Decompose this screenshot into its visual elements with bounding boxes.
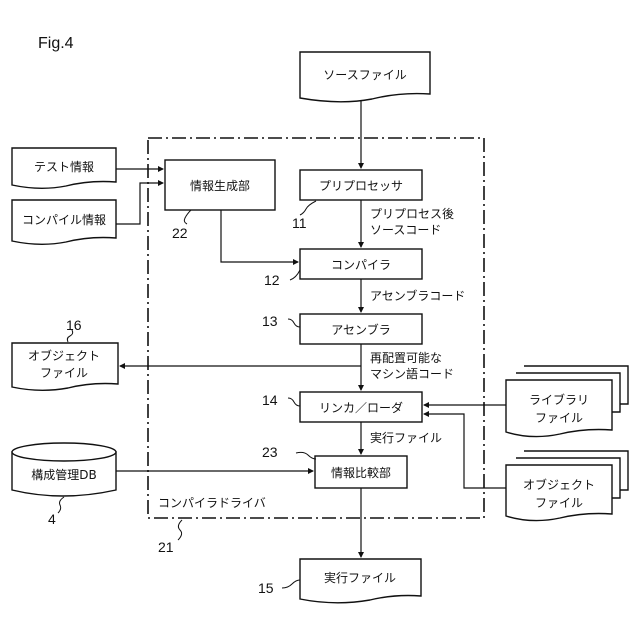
test-info-label: テスト情報 xyxy=(34,160,94,174)
arrow-compile-info-to-gen xyxy=(116,183,163,224)
info-gen-label: 情報生成部 xyxy=(190,178,250,193)
object-files-in-line2: ファイル xyxy=(535,496,583,510)
ref-leader-23 xyxy=(296,452,316,459)
object-file-out-line2: ファイル xyxy=(40,366,88,380)
exec-file-label: 実行ファイル xyxy=(324,570,396,585)
ref-leader-15 xyxy=(282,580,300,588)
ref-leader-11 xyxy=(300,201,316,215)
preprocessor-label: プリプロセッサ xyxy=(319,179,403,193)
ref-leader-21 xyxy=(178,520,182,540)
ref-16: 16 xyxy=(66,317,82,333)
ref-22: 22 xyxy=(172,225,188,241)
ref-15: 15 xyxy=(258,580,274,596)
compile-info-label: コンパイル情報 xyxy=(22,213,106,227)
ref-13: 13 xyxy=(262,313,278,329)
ref-leader-12 xyxy=(290,270,300,280)
info-compare-label: 情報比較部 xyxy=(331,465,391,480)
edge-label-exec: 実行ファイル xyxy=(370,430,442,445)
figure-label: Fig.4 xyxy=(38,35,74,52)
ref-23: 23 xyxy=(262,444,278,460)
library-files-line1: ライブラリ xyxy=(529,392,589,407)
compiler-label: コンパイラ xyxy=(331,258,391,272)
source-file-label: ソースファイル xyxy=(323,68,406,82)
compiler-driver-label: コンパイラドライバ xyxy=(158,496,266,510)
ref-12: 12 xyxy=(264,272,280,288)
arrow-gen-to-compiler xyxy=(221,210,298,262)
ref-4: 4 xyxy=(48,511,56,527)
edge-label-preprocessed-2: ソースコード xyxy=(370,223,441,237)
edge-label-reloc-1: 再配置可能な xyxy=(370,351,442,365)
ref-14: 14 xyxy=(262,392,278,408)
library-files-line2: ファイル xyxy=(535,411,583,425)
ref-leader-22 xyxy=(184,210,191,224)
ref-leader-13 xyxy=(288,319,300,327)
edge-label-asm-code: アセンブラコード xyxy=(370,288,465,303)
ref-leader-14 xyxy=(288,398,300,406)
edge-label-preprocessed-1: プリプロセス後 xyxy=(370,207,454,221)
object-file-out-line1: オブジェクト xyxy=(28,348,100,363)
linker-loader-label: リンカ／ローダ xyxy=(319,400,403,415)
ref-11: 11 xyxy=(292,215,307,231)
ref-leader-4 xyxy=(58,497,64,513)
edge-label-reloc-2: マシン語コード xyxy=(370,366,454,381)
object-files-in-line1: オブジェクト xyxy=(523,477,595,492)
arrow-objects-to-linker xyxy=(424,414,506,488)
config-db-label: 構成管理DB xyxy=(31,467,96,482)
assembler-label: アセンブラ xyxy=(331,322,390,337)
ref-21: 21 xyxy=(158,539,174,555)
